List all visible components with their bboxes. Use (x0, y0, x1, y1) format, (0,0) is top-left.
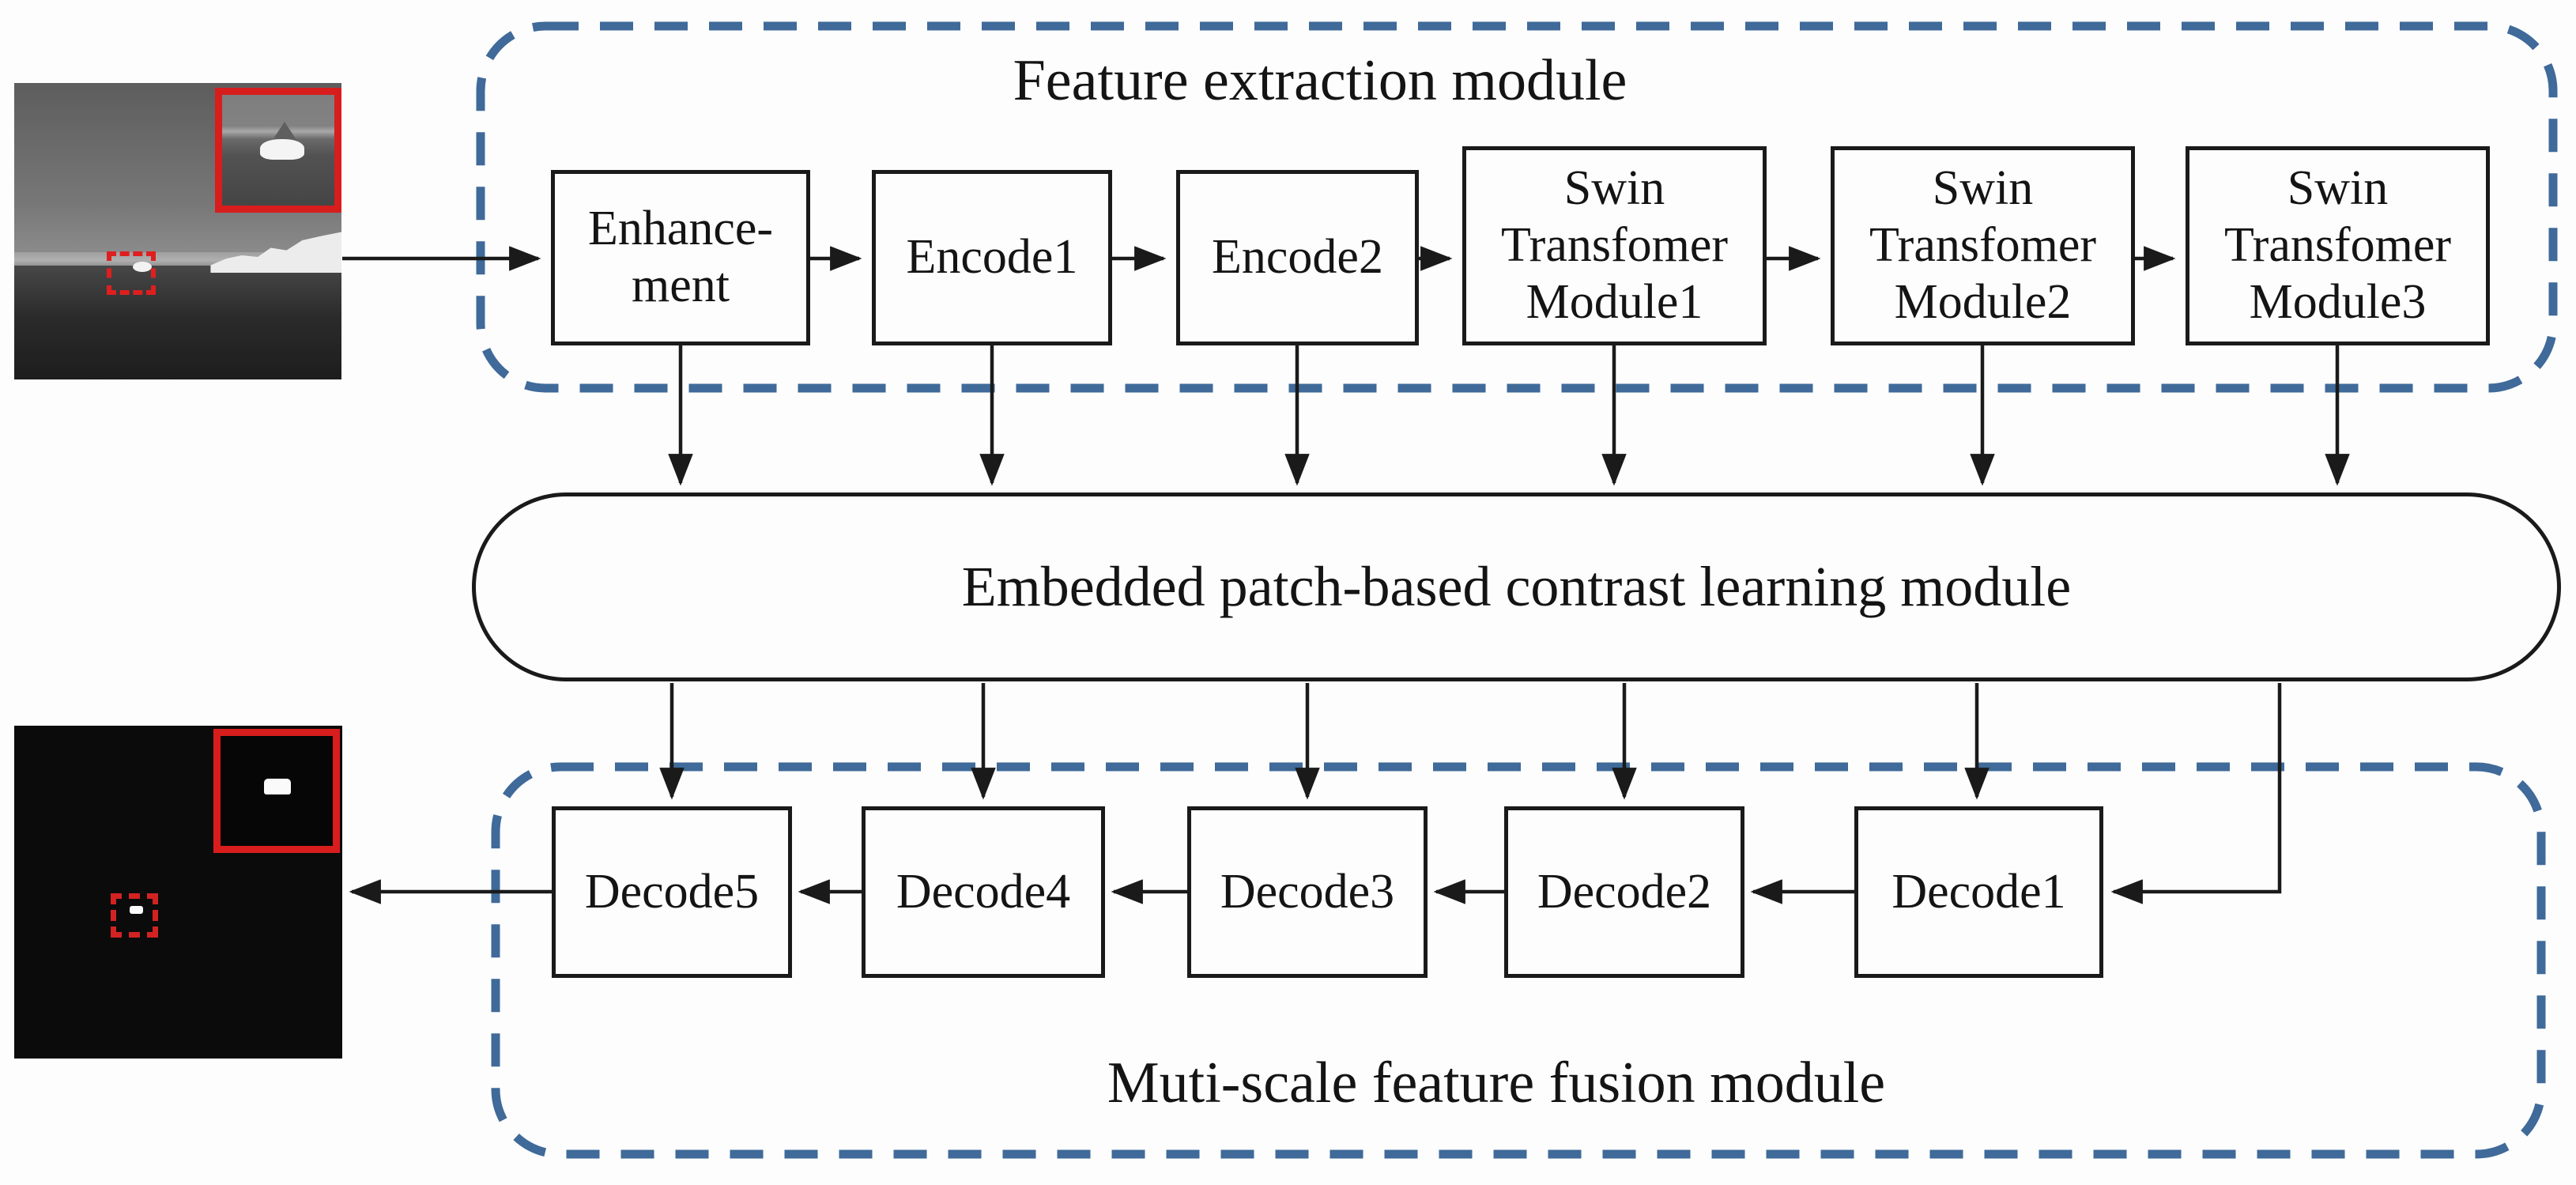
contrast-learning-module: Embedded patch-based contrast learning m… (472, 492, 2561, 681)
decode4-box: Decode4 (862, 806, 1105, 978)
swin-transformer-module1-box: Swin Transfomer Module1 (1462, 146, 1767, 345)
detected-target-blob (264, 779, 291, 794)
feature-extraction-module-frame (476, 21, 2558, 393)
target-zoom-inset (213, 729, 340, 853)
input-infrared-image (14, 83, 341, 379)
output-detection-image (14, 726, 342, 1059)
swin-transformer-module3-box: Swin Transfomer Module3 (2186, 146, 2490, 345)
small-target-dot (133, 262, 152, 272)
detected-target-dot (130, 906, 143, 914)
sea-region (14, 265, 341, 379)
boat-mast-shape (271, 122, 298, 142)
target-dashed-box (107, 251, 156, 295)
decode3-box: Decode3 (1187, 806, 1428, 978)
target-dashed-box (111, 893, 158, 938)
fusion-module-title: Muti-scale feature fusion module (1107, 1051, 1886, 1115)
enhancement-box: Enhance- ment (551, 170, 810, 345)
boat-blob (260, 139, 304, 160)
decode1-box: Decode1 (1854, 806, 2103, 978)
fusion-module-frame (491, 762, 2546, 1159)
arrow-contrast-to-decode1-side (2110, 683, 2282, 904)
decode5-box: Decode5 (552, 806, 792, 978)
encode2-box: Encode2 (1176, 170, 1419, 345)
swin-transformer-module2-box: Swin Transfomer Module2 (1831, 146, 2135, 345)
decode2-box: Decode2 (1504, 806, 1744, 978)
feature-extraction-module-title: Feature extraction module (1013, 48, 1627, 113)
encode1-box: Encode1 (872, 170, 1112, 345)
target-zoom-inset (215, 88, 341, 213)
